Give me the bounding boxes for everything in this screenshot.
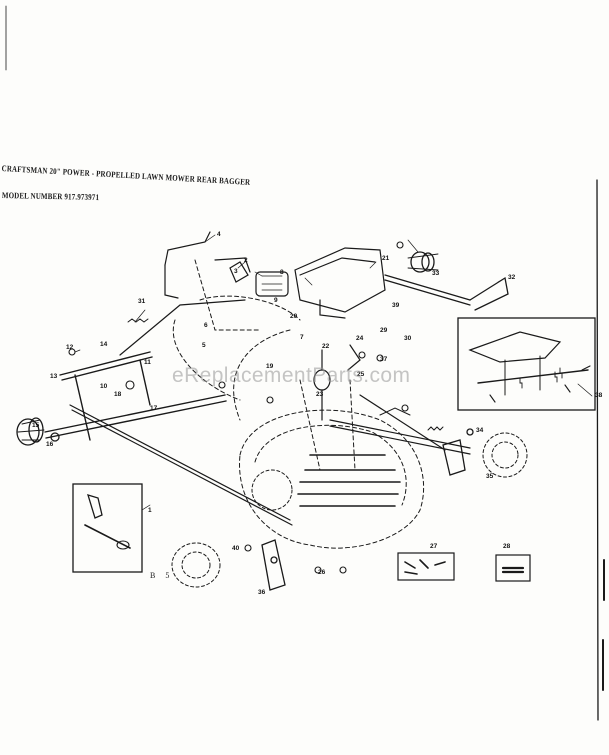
- callout-35: 35: [486, 473, 494, 480]
- callout-8: 8: [280, 269, 284, 276]
- callout-33: 33: [432, 270, 440, 277]
- callout-34: 34: [476, 427, 484, 434]
- callout-1: 1: [148, 507, 152, 514]
- callout-37: 37: [380, 356, 388, 363]
- callout-numbers: 1234567891011121314151617181920212223242…: [32, 231, 603, 596]
- watermark-text: eReplacementParts.com: [172, 364, 411, 387]
- callout-26: 26: [318, 569, 326, 576]
- handle-frame: [164, 231, 251, 299]
- callout-23: 23: [316, 391, 324, 398]
- fasteners: [68, 241, 409, 574]
- callout-14: 14: [100, 341, 108, 348]
- callout-9: 9: [274, 297, 278, 304]
- callout-32: 32: [508, 274, 516, 281]
- height-adjuster: [313, 344, 361, 421]
- bagger-chute: [294, 247, 386, 319]
- callout-5: 5: [202, 342, 206, 349]
- rear-wheels: [171, 432, 528, 588]
- callout-2: 2: [244, 257, 248, 264]
- page-code: B 5: [150, 571, 174, 580]
- callout-10: 10: [100, 383, 108, 390]
- callout-27: 27: [430, 543, 438, 550]
- callout-40: 40: [232, 545, 240, 552]
- front-left-wheel: [16, 417, 60, 446]
- callout-36: 36: [258, 589, 266, 596]
- callout-22: 22: [322, 343, 330, 350]
- inset-detail-1: [72, 483, 143, 573]
- model-number: MODEL NUMBER 917.973971: [1, 190, 100, 203]
- callout-19: 19: [266, 363, 274, 370]
- callout-15: 15: [32, 422, 40, 429]
- wheel-brackets: [261, 428, 474, 591]
- callout-18: 18: [114, 391, 122, 398]
- transmission: [229, 261, 289, 297]
- leader-lines: [74, 234, 593, 511]
- support-rods: [69, 299, 471, 526]
- deck-ribs: [297, 454, 401, 507]
- parts-kit-27: [397, 552, 455, 581]
- springs: [127, 318, 444, 431]
- callout-17: 17: [150, 405, 158, 412]
- callout-3: 3: [234, 268, 238, 275]
- callout-12: 12: [66, 344, 74, 351]
- callout-16: 16: [46, 441, 54, 448]
- callout-4: 4: [217, 231, 221, 238]
- callout-6: 6: [204, 322, 208, 329]
- callout-31: 31: [138, 298, 146, 305]
- callout-39: 39: [392, 302, 400, 309]
- callout-24: 24: [356, 335, 364, 342]
- callout-21: 21: [382, 255, 390, 262]
- callout-29: 29: [380, 327, 388, 334]
- callout-38: 38: [595, 392, 603, 399]
- callout-25: 25: [357, 371, 365, 378]
- parts-kit-26: [495, 554, 531, 582]
- front-axle: [44, 351, 227, 441]
- callout-30: 30: [404, 335, 412, 342]
- rear-axle: [384, 251, 509, 311]
- inset-detail-38: [457, 317, 596, 411]
- callout-11: 11: [144, 359, 151, 366]
- callout-7: 7: [300, 334, 304, 341]
- callout-28: 28: [503, 543, 511, 550]
- callout-13: 13: [50, 373, 58, 380]
- callout-20: 20: [290, 313, 298, 320]
- mower-deck: [172, 259, 425, 549]
